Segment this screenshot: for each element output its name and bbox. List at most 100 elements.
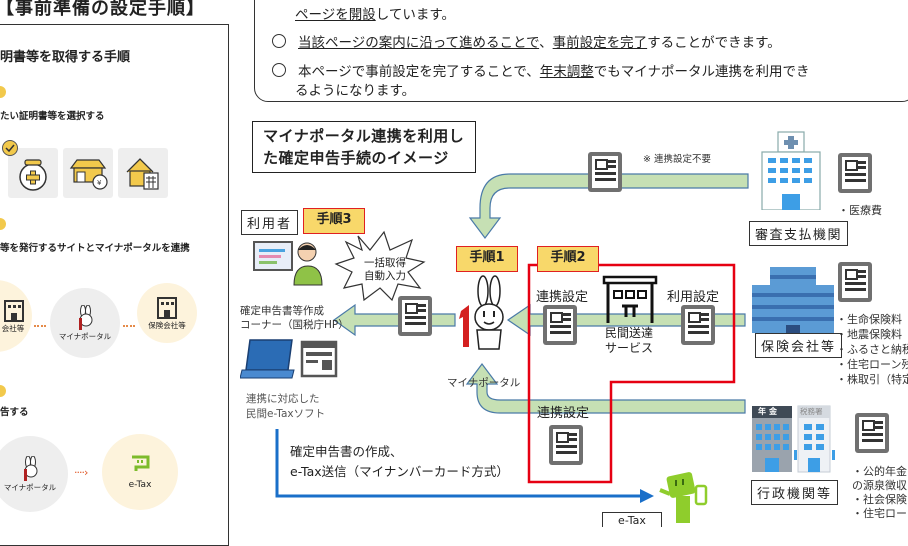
etax-box: e-Tax xyxy=(602,512,662,527)
myna-rabbit-icon xyxy=(79,304,93,330)
insurance-item: ・地震保険料 xyxy=(836,328,902,341)
bullet-icon xyxy=(272,63,286,77)
mynaportal-label: マイナポータル xyxy=(58,331,112,341)
notice-text: 、 xyxy=(539,35,553,51)
insurance-company-label: 保険会社等 xyxy=(755,333,843,358)
notice-text: しています。 xyxy=(375,7,455,23)
tile-shop[interactable]: ¥ xyxy=(63,148,113,198)
notice-box xyxy=(254,0,908,102)
soft-line2: 民間e-Taxソフト xyxy=(246,408,326,420)
insurance-item: ・株取引（特定 xyxy=(836,373,908,386)
diagram-title: マイナポータル連携を利用し た確定申告手続のイメージ xyxy=(252,121,476,173)
etax-circle: e-Tax xyxy=(102,434,178,510)
blue-arrowhead xyxy=(640,489,654,503)
gov-item: ・公的年金 xyxy=(852,465,907,478)
insurance-building-icon xyxy=(752,267,834,333)
document-icon xyxy=(855,413,889,453)
step-dot xyxy=(0,86,6,98)
tile-medical[interactable] xyxy=(8,148,58,198)
notice-underline: 当該ページの案内に沿って進めることで xyxy=(298,35,540,51)
arrow-mid-left xyxy=(332,303,456,337)
notice-text: 本ページで事前設定を完了することで、 xyxy=(298,64,540,80)
insurance-item: ・ふるさと納税 xyxy=(836,343,908,356)
mynaportal-label-2: マイナポータル xyxy=(3,482,57,492)
burst-line1: 一括取得 xyxy=(364,257,406,269)
house-calculator-icon xyxy=(126,158,159,190)
step2-badge: 手順2 xyxy=(537,246,599,272)
dotted-connector xyxy=(123,325,135,327)
insurance-circle: 保険会社等 xyxy=(137,283,197,343)
gov-item: ・社会保険 xyxy=(852,493,907,506)
nta-line1: 確定申告書等作成 xyxy=(240,305,324,317)
delivery-service-label: 民間送達 サービス xyxy=(605,326,653,356)
medical-purse-icon xyxy=(19,159,47,191)
etax-label: e-Tax xyxy=(128,480,152,490)
step-dot xyxy=(0,218,6,230)
notice-link-page: ページを開設 xyxy=(295,7,376,23)
burst-shape xyxy=(334,230,426,302)
insurance-item: ・生命保険料 xyxy=(836,313,902,326)
insurance-items: ・生命保険料 ・地震保険料 ・ふるさと納税 ・住宅ローン残 ・株取引（特定 xyxy=(836,312,908,387)
mynaportal-circle: マイナポータル xyxy=(50,288,120,358)
renkei-setting-label-2: 連携設定 xyxy=(537,406,590,421)
partner-label: 会社等 xyxy=(1,323,25,333)
left-panel-heading: 明書等を取得する手順 xyxy=(0,50,131,65)
notice-text: でもマイナポータル連携を利用でき xyxy=(593,64,810,80)
document-icon xyxy=(838,262,872,302)
shop-yen-icon: ¥ xyxy=(69,159,108,190)
delivery-service-icon xyxy=(602,275,658,323)
bullet-icon xyxy=(272,34,286,48)
document-icon xyxy=(543,305,577,345)
hospital-icon xyxy=(761,131,821,210)
step2-red-frame xyxy=(527,263,736,484)
notice-line-1: 当該ページの案内に沿って進めることで、事前設定を完了することができます。 xyxy=(272,31,781,51)
arrow-bottom-curve xyxy=(465,363,746,414)
left-panel-title: 【事前準備の設定手順】 xyxy=(0,0,205,19)
blue-flow-line xyxy=(275,429,640,498)
check-icon xyxy=(2,140,18,156)
diagram-title-line1: マイナポータル連携を利用し xyxy=(263,127,465,145)
mynaportal-circle-2: マイナポータル xyxy=(0,436,68,512)
pension-sign: 年金 xyxy=(758,407,780,416)
building-icon xyxy=(157,296,177,319)
step3-label: 告する xyxy=(0,407,29,418)
notice-line-3: るようになります。 xyxy=(295,83,416,99)
building-icon xyxy=(4,299,24,322)
myna-rabbit-icon xyxy=(459,275,504,350)
service-line2: サービス xyxy=(605,341,654,355)
renkei-setting-label: 連携設定 xyxy=(536,290,589,305)
etax-send-label: 確定申告書の作成、 e-Tax送信（マイナンバーカード方式） xyxy=(290,442,509,482)
notice-underline: 事前設定を完了 xyxy=(552,35,648,51)
gov-item: の源泉徴収 xyxy=(852,479,907,492)
gov-item: ・住宅ロー xyxy=(852,507,907,520)
burst-line2: 自動入力 xyxy=(364,270,406,282)
soft-line1: 連携に対応した xyxy=(246,393,320,405)
etax-logo-icon xyxy=(132,455,150,471)
notice-line-0: ページを開設しています。 xyxy=(295,3,455,23)
step1-label: たい証明書等を選択する xyxy=(0,111,105,122)
tax-office-sign: 税務署 xyxy=(800,407,823,416)
blue-line2: e-Tax送信（マイナンバーカード方式） xyxy=(290,464,509,479)
nta-corner-label: 確定申告書等作成 コーナー（国税庁HP） xyxy=(240,304,349,332)
arrow-dotted-icon: ····› xyxy=(74,466,88,479)
no-setting-note: ※ 連携設定不要 xyxy=(643,154,711,165)
document-icon xyxy=(681,305,715,345)
blue-line1: 確定申告書の作成、 xyxy=(290,444,403,459)
document-icon xyxy=(398,296,432,336)
government-label: 行政機関等 xyxy=(751,480,839,505)
insurance-label: 保険会社等 xyxy=(148,320,186,330)
diagram-title-line2: た確定申告手続のイメージ xyxy=(263,149,449,167)
svg-text:¥: ¥ xyxy=(97,179,102,187)
notice-text: することができます。 xyxy=(647,35,781,51)
tile-house[interactable] xyxy=(118,148,168,198)
burst-text: 一括取得 自動入力 xyxy=(364,257,406,283)
step-dot xyxy=(0,385,6,397)
government-buildings-icon xyxy=(752,405,835,473)
notice-line-2: 本ページで事前設定を完了することで、年末調整でもマイナポータル連携を利用でき xyxy=(272,60,810,80)
step1-badge: 手順1 xyxy=(456,246,518,272)
document-icon xyxy=(838,153,872,193)
shinsa-label: 審査支払機関 xyxy=(749,221,849,246)
user-label: 利用者 xyxy=(241,210,299,235)
medical-expense-label: ・医療費 xyxy=(838,204,882,217)
usage-setting-label: 利用設定 xyxy=(667,290,720,305)
